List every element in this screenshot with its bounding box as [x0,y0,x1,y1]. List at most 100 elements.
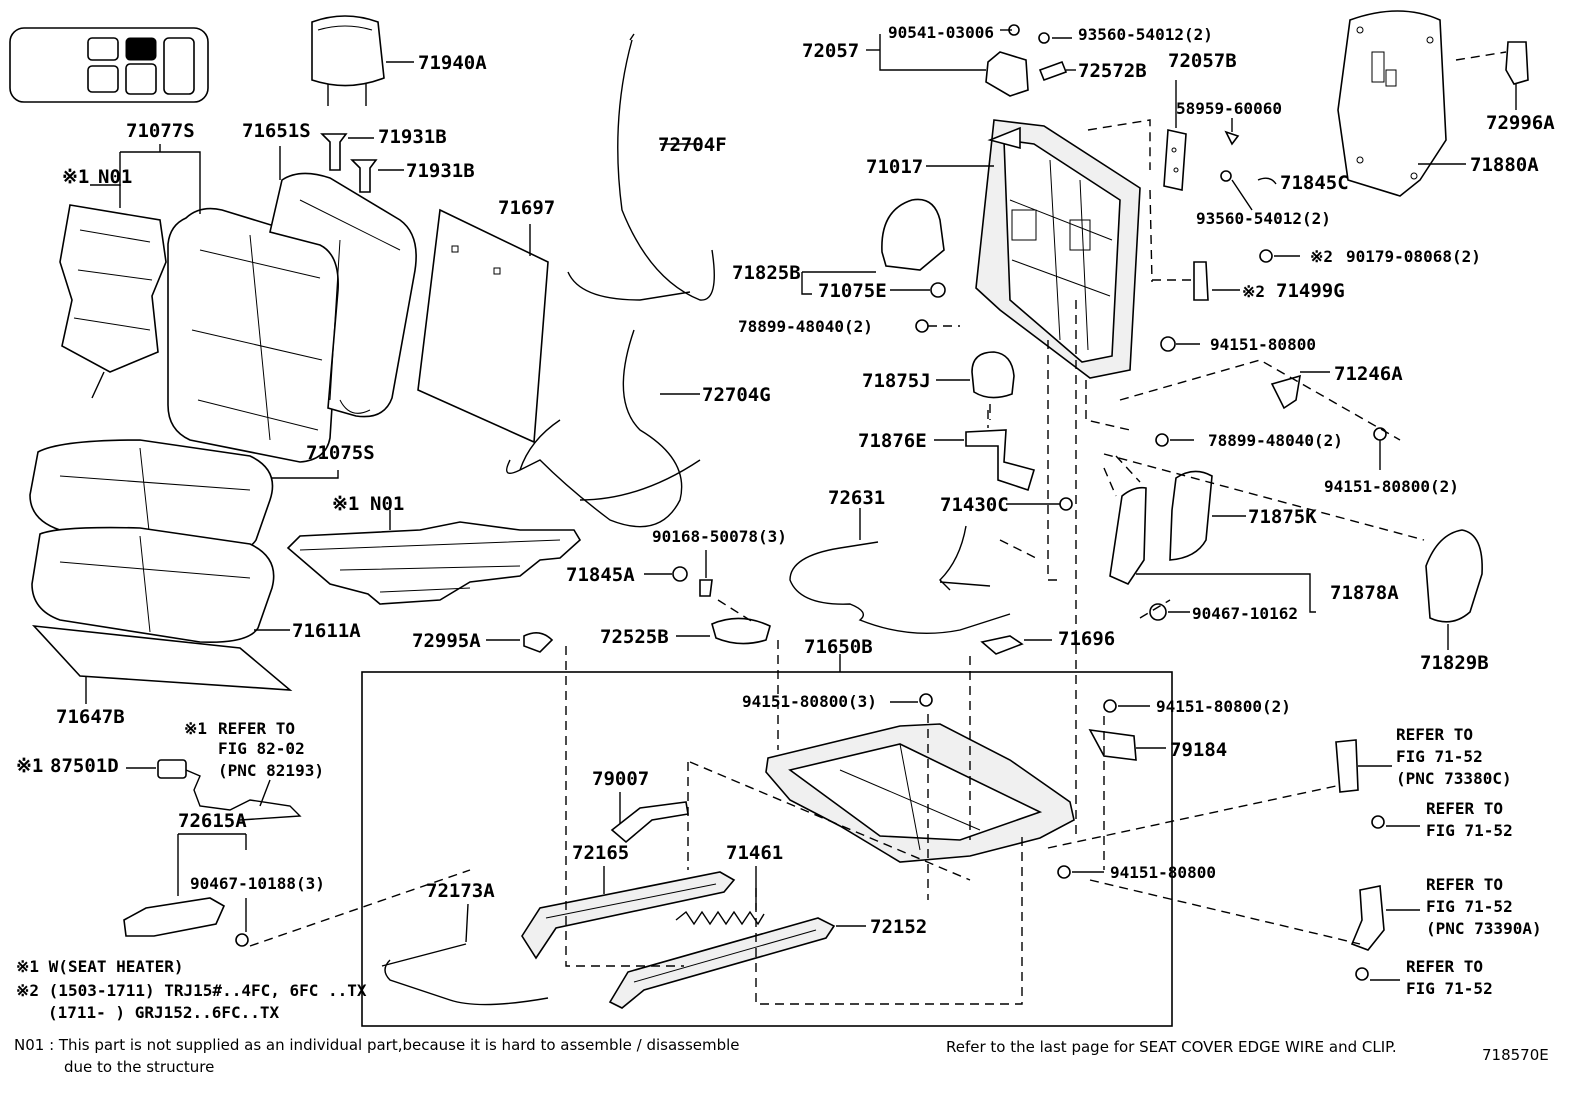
label-71246a: 71246A [1334,363,1403,385]
ref-pnc-73380c: (PNC 73380C) [1396,769,1512,788]
label-71876e: 71876E [858,430,927,452]
bracket-71876e [934,429,1036,492]
seatback-frame-71017 [926,119,1141,379]
label-71829b: 71829B [1420,652,1489,674]
bracket-72615a [123,833,471,947]
label-71075e: 71075E [818,280,887,302]
label-72572b: 72572B [1078,60,1147,82]
cushion-cover-71075s [29,439,339,556]
label-72704g: 72704G [702,384,771,406]
side-cover-71829b [1103,453,1483,650]
cushion-frame-71650b [765,693,1075,863]
ref-fig-71-52-d: FIG 71-52 [1406,979,1493,998]
cushion-plate-71647b [31,624,293,704]
seat-position-icon [9,27,209,103]
mark-2-b: ※2 [1242,282,1265,301]
ref-fig-71-52-a: FIG 71-52 [1396,747,1483,766]
bracket-72057b [1163,80,1277,211]
note-n01-line2: due to the structure [64,1058,214,1076]
ref-pnc-73390a: (PNC 73390A) [1426,919,1542,938]
cushion-heater-n01 [286,510,582,605]
seatback-pad-71651s [269,146,417,418]
footnotes: ※1 W(SEAT HEATER) ※2 (1503-1711) TRJ15#.… [14,957,1549,1076]
wire-72173a [381,903,549,1006]
seatback-cover-71077s [119,144,341,463]
label-90541-03006: 90541-03006 [888,23,994,42]
label-71875j: 71875J [862,370,931,392]
label-78899-a: 78899-48040(2) [738,317,873,336]
label-71647b: 71647B [56,706,125,728]
label-94151-e: 94151-80800 [1110,863,1216,882]
ref-refer-to-4: REFER TO [1426,875,1503,894]
ref-fig-71-52-b: FIG 71-52 [1426,821,1513,840]
ref-refer-to-2: REFER TO [1396,725,1473,744]
back-board-71697 [417,208,549,444]
note-refer-last-page: Refer to the last page for SEAT COVER ED… [946,1038,1397,1056]
note-seat-heater: ※1 W(SEAT HEATER) [16,957,184,976]
small-parts-center [486,550,771,653]
mark-2-a: ※2 [1310,247,1333,266]
label-72057b: 72057B [1168,50,1237,72]
bracket-79007 [610,792,689,844]
ref-fig-82-02: FIG 82-02 [218,739,305,758]
label-90168-50078: 90168-50078(3) [652,527,787,546]
label-93560-a: 93560-54012(2) [1078,25,1213,44]
side-cover-71875k [1169,470,1246,561]
label-71650b: 71650B [804,636,873,658]
ref-refer-to-5: REFER TO [1406,957,1483,976]
cable-72631 [789,497,1073,635]
label-n01-2: N01 [370,493,404,515]
note-n01-line1: N01 : This part is not supplied as an in… [14,1036,740,1054]
label-71077s: 71077S [126,120,195,142]
label-71931b-1: 71931B [378,126,447,148]
label-87501d: 87501D [50,755,119,777]
bolts [915,319,1387,470]
label-79007: 79007 [592,768,649,790]
cover-71825b [801,198,946,298]
label-94151-a: 94151-80800 [1210,335,1316,354]
label-72165: 72165 [572,842,629,864]
label-71825b: 71825B [732,262,801,284]
label-71845c: 71845C [1280,172,1349,194]
label-72173a: 72173A [426,880,495,902]
headrest-71940a [311,15,414,106]
label-94151-d: 94151-80800(2) [1156,697,1291,716]
mark-1-b: ※1 [332,493,359,515]
back-board-71880a [1337,10,1466,197]
label-71931b-2: 71931B [406,160,475,182]
part-labels: 71940A 71077S 71651S 71931B 71931B ※1 N0… [16,23,1555,998]
frame-box-71650b [361,671,1173,1027]
seat-rail-72165 [521,866,736,960]
seat-rail-72152 [608,917,866,1009]
label-71880a: 71880A [1470,154,1539,176]
cables-72704 [506,33,715,528]
headrest-guides-71931b [320,133,404,193]
label-71017: 71017 [866,156,923,178]
side-cover-71878a [1109,486,1316,621]
clip-71696 [980,635,1052,655]
latch-72996a [1455,41,1529,110]
label-71875k: 71875K [1248,506,1317,528]
label-90467-10188: 90467-10188(3) [190,874,325,893]
label-71611a: 71611A [292,620,361,642]
label-71696: 71696 [1058,628,1115,650]
figure-code: 718570E [1482,1046,1549,1064]
mark-1-a: ※1 [62,166,89,188]
hinge-cover-71875j [936,351,1015,420]
ref-refer-to-1: REFER TO [218,719,295,738]
assembly-guide-lines [565,119,1171,1005]
buckle-73380c [1047,739,1420,849]
label-71651s: 71651S [242,120,311,142]
label-72631: 72631 [828,487,885,509]
label-71697: 71697 [498,197,555,219]
buckle-73390a [1089,879,1420,981]
label-72057: 72057 [802,40,859,62]
label-71461: 71461 [726,842,783,864]
label-71430c: 71430C [940,494,1009,516]
label-n01-1: N01 [98,166,132,188]
bracket-79184 [1088,699,1166,761]
label-71845a: 71845A [566,564,635,586]
ref-pnc-82193: (PNC 82193) [218,761,324,780]
label-58959-60060: 58959-60060 [1176,99,1282,118]
